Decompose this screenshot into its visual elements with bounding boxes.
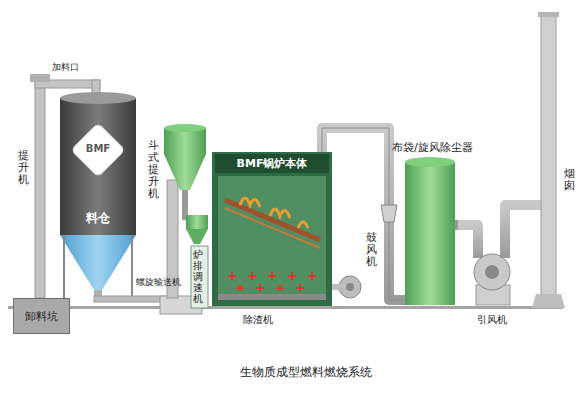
blower-label: 鼓风机 (366, 232, 377, 268)
slag-remover-label: 除渣机 (243, 314, 273, 326)
boiler-title-band: BMF锅炉本体 (215, 154, 329, 173)
pit-box: 卸料坑 (13, 298, 70, 334)
node-text: 料仓 (86, 210, 110, 227)
dust-collector-label: 布袋/旋风除尘器 (392, 141, 473, 154)
chimney-label: 烟囱 (564, 168, 575, 192)
induced-fan-label: 引风机 (477, 314, 507, 326)
node-text: 卸料坑 (25, 309, 58, 324)
diagram-caption: 生物质成型燃料燃烧系统 (240, 365, 372, 379)
bucket-elevator-label: 斗式提升机 (148, 140, 159, 200)
feed-inlet-label: 加料口 (52, 62, 79, 73)
node-text: BMF锅炉本体 (237, 156, 308, 171)
grate-speed-label: 炉排调速机 (193, 249, 203, 304)
elevator-label: 提升机 (18, 150, 29, 186)
logo-text: BMF (80, 143, 116, 155)
silo-label-area: 料仓 (60, 205, 136, 231)
conveyor-label: 螺旋输送机 (136, 277, 181, 288)
